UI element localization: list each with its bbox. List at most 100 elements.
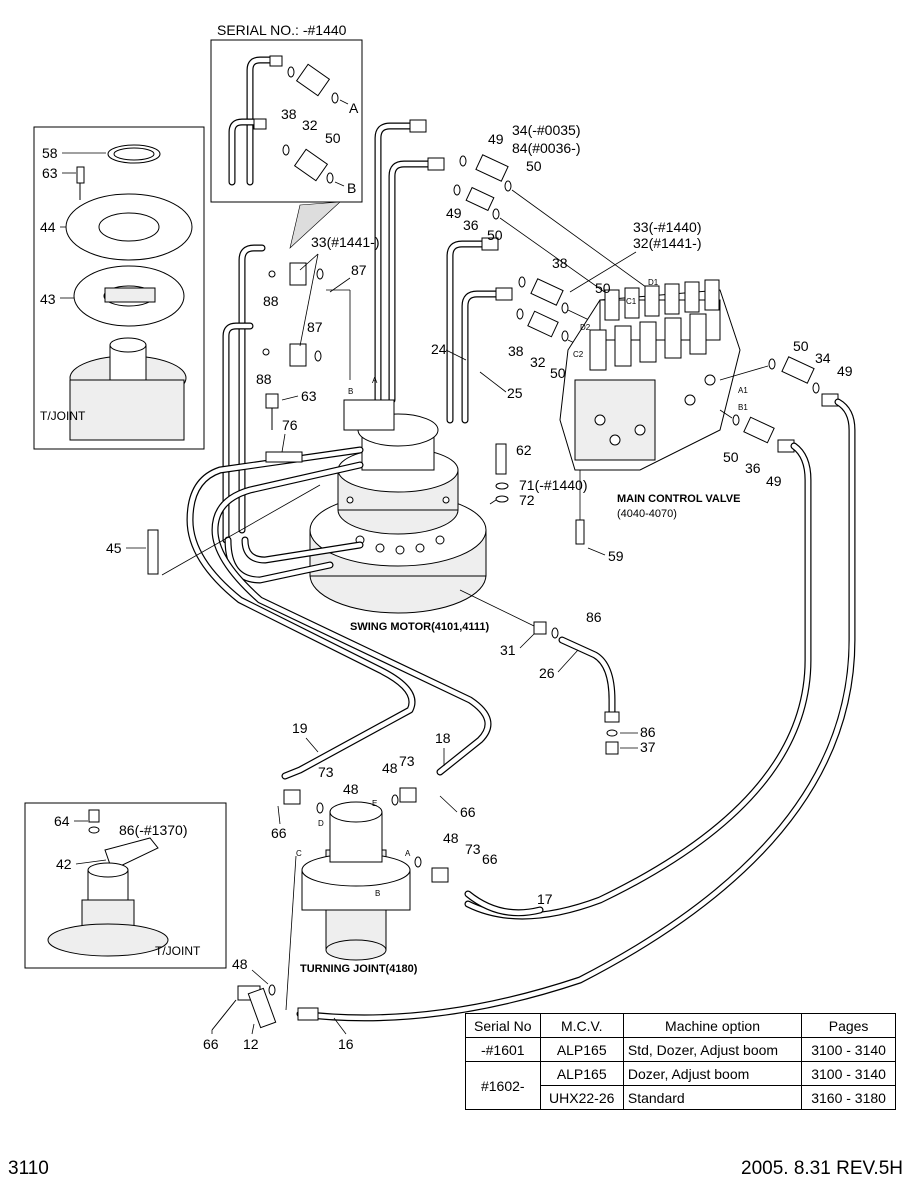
callout-86-b: 86 — [640, 724, 656, 740]
callout-49-a: 49 — [488, 131, 504, 147]
mcv-pages: (4040-4070) — [617, 508, 677, 520]
left-pilot — [147, 262, 492, 780]
port-d1: D1 — [648, 278, 659, 287]
callout-34-a: 34(-#0035) — [512, 122, 581, 138]
callout-42: 42 — [56, 856, 72, 872]
callout-25: 25 — [507, 385, 523, 401]
callout-88-a: 88 — [263, 293, 279, 309]
callout-38-inset: 38 — [281, 106, 297, 122]
tjoint-top-caption: T/JOINT — [40, 409, 86, 423]
cell-pages: 3100 - 3140 — [801, 1061, 896, 1086]
callout-26: 26 — [539, 665, 555, 681]
port-label-a: A — [349, 100, 359, 116]
swing-motor-caption: SWING MOTOR(4101,4111) — [350, 621, 490, 633]
callout-63-b: 63 — [301, 388, 317, 404]
port-e-tj: E — [372, 799, 377, 808]
callout-71: 71(-#1440) — [519, 477, 588, 493]
callout-73-c: 73 — [465, 841, 481, 857]
callout-32-b: 32(#1441-) — [633, 235, 702, 251]
port-b-swing: B — [348, 387, 353, 396]
callout-63-inset: 63 — [42, 165, 58, 181]
cell-mcv: UHX22-26 — [539, 1085, 624, 1110]
callout-31: 31 — [500, 642, 516, 658]
callout-48-b: 48 — [382, 760, 398, 776]
callout-19: 19 — [292, 720, 308, 736]
callout-32-c: 32 — [530, 354, 546, 370]
callout-73-a: 73 — [318, 764, 334, 780]
callout-45: 45 — [106, 540, 122, 556]
serial-inset: SERIAL NO.: -#1440 38 32 50 A B — [210, 22, 363, 249]
port-a1: A1 — [738, 386, 748, 395]
cell-serial: #1602- — [465, 1061, 541, 1110]
callout-50-a: 50 — [526, 158, 542, 174]
table-row: UHX22-26 Standard 3160 - 3180 — [466, 1085, 896, 1110]
cell-pages: 3160 - 3180 — [801, 1085, 896, 1110]
tjoint-bottom-caption: T/JOINT — [155, 944, 201, 958]
col-serial-no: Serial No — [465, 1013, 541, 1038]
main-control-valve: D1 C1 D2 C2 A1 B1 MAIN CONTROL VALVE (40… — [559, 278, 748, 564]
port-c2: C2 — [573, 350, 584, 359]
port-d2: D2 — [580, 323, 591, 332]
callout-36-a: 36 — [463, 217, 479, 233]
callout-49-b: 49 — [446, 205, 462, 221]
callout-32-inset: 32 — [302, 117, 318, 133]
cell-option: Standard — [622, 1085, 803, 1110]
right-hoses — [296, 356, 856, 1022]
date-revision: 2005. 8.31 REV.5H — [741, 1158, 903, 1179]
callout-17: 17 — [537, 891, 553, 907]
port-b1: B1 — [738, 403, 748, 412]
table-row: #1602- ALP165 Dozer, Adjust boom 3100 - … — [465, 1061, 896, 1110]
callout-59: 59 — [608, 548, 624, 564]
col-machine-option: Machine option — [622, 1013, 803, 1038]
cell-option: Std, Dozer, Adjust boom — [622, 1037, 803, 1062]
callout-66-d: 66 — [203, 1036, 219, 1052]
callout-38-c: 38 — [508, 343, 524, 359]
swing-motor: B A SWING MOTOR(4101,4111) — [309, 376, 490, 633]
callout-48-d: 48 — [232, 956, 248, 972]
port-c-tj: C — [296, 849, 302, 858]
serial-table: Serial No M.C.V. Machine option Pages -#… — [465, 1013, 896, 1110]
cell-pages: 3100 - 3140 — [801, 1037, 896, 1062]
callout-66-c: 66 — [482, 851, 498, 867]
table-header-row: Serial No M.C.V. Machine option Pages — [465, 1013, 896, 1038]
turning-joint-caption: TURNING JOINT(4180) — [300, 963, 418, 975]
callout-58: 58 — [42, 145, 58, 161]
callout-33-a: 33(#1441-) — [311, 234, 380, 250]
hoses-top — [222, 122, 500, 544]
callout-66-b: 66 — [460, 804, 476, 820]
col-mcv: M.C.V. — [539, 1013, 624, 1038]
col-pages: Pages — [801, 1013, 896, 1038]
serial-inset-title: SERIAL NO.: -#1440 — [217, 22, 347, 38]
mcv-caption: MAIN CONTROL VALVE — [617, 493, 740, 505]
callout-86-a: 86 — [586, 609, 602, 625]
tjoint-inset-top: 58 63 44 43 T/JOINT — [33, 126, 205, 450]
callout-49-c: 49 — [837, 363, 853, 379]
callout-88-b: 88 — [256, 371, 272, 387]
cell-mcv: ALP165 — [539, 1061, 624, 1086]
cell-option: Dozer, Adjust boom — [622, 1061, 803, 1086]
callout-50-f: 50 — [723, 449, 739, 465]
port-d-tj: D — [318, 819, 324, 828]
cell-serial: -#1601 — [465, 1037, 541, 1062]
callout-73-b: 73 — [399, 753, 415, 769]
callout-66-a: 66 — [271, 825, 287, 841]
port-a-tj: A — [405, 849, 411, 858]
callout-24: 24 — [431, 341, 447, 357]
callout-87-b: 87 — [307, 319, 323, 335]
port-a-swing: A — [372, 376, 378, 385]
page-number: 3110 — [8, 1158, 49, 1179]
callout-50-inset: 50 — [325, 130, 341, 146]
callout-38-b: 38 — [552, 255, 568, 271]
cell-mcv: ALP165 — [539, 1037, 624, 1062]
callout-64: 64 — [54, 813, 70, 829]
callout-16: 16 — [338, 1036, 354, 1052]
callout-50-b: 50 — [487, 227, 503, 243]
callout-12: 12 — [243, 1036, 259, 1052]
turning-joint: D E C A B TURNING JOINT(4180) — [211, 787, 544, 1031]
callout-36-b: 36 — [745, 460, 761, 476]
callout-49-d: 49 — [766, 473, 782, 489]
callout-33-b: 33(-#1440) — [633, 219, 702, 235]
callout-76: 76 — [282, 417, 298, 433]
callouts: 49 34(-#0035) 84(#0036-) 50 49 36 33(-#1… — [106, 122, 853, 1052]
